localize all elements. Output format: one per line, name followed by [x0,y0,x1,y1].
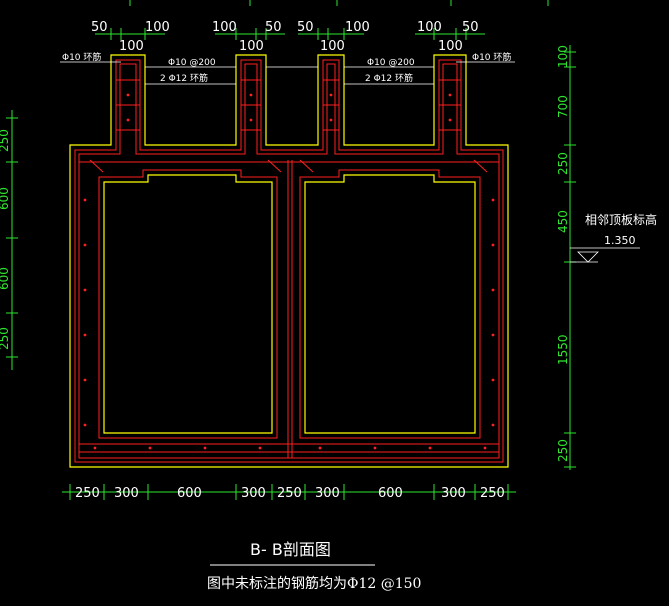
outer-rebar-loop [74,59,504,463]
dim-label: 600 [0,267,11,290]
rebar-dot [83,243,87,247]
dim-label: 250 [0,327,11,350]
dim-label: 100 [345,20,370,35]
outer-rebar-loop-2 [78,63,500,459]
rebar-dot [491,288,495,292]
rebar-dot [148,446,152,450]
rebar-dot [83,423,87,427]
outer-section-outline [69,54,509,468]
dim-label: 100 [212,20,237,35]
dim-label: 100 [438,39,463,54]
dim-label: 50 [462,20,479,35]
bottom-dim-labels: 250 300 600 300 250 300 600 300 250 [75,486,505,501]
dim-label: 100 [119,39,144,54]
right-dim-labels: 100 700 250 450 1550 250 [556,45,570,462]
rebar-dot [249,93,253,97]
left-cell-inner [103,174,273,434]
ring-bar-label-left: Φ10 环筋 [62,51,101,63]
dim-label: 250 [556,439,570,462]
dim-label: 50 [91,20,108,35]
left-cell-rebar [98,169,278,439]
rebar-dot [126,93,130,97]
elevation-value: 1.350 [604,234,636,247]
ring-bar-label-right: Φ10 环筋 [472,51,511,63]
rebar-dot [491,378,495,382]
rebar-dot [93,446,97,450]
rebar-cage [74,59,504,463]
rebar-dot [329,93,333,97]
dim-label: 300 [315,486,340,501]
dim-label: 300 [114,486,139,501]
dim-label: 100 [239,39,264,54]
haunch-bar [89,159,104,173]
elevation-triangle [577,251,599,263]
bars-label-left: 2 Φ12 环筋 [160,72,208,84]
dim-label: 300 [441,486,466,501]
dim-label: 600 [0,187,11,210]
dim-label: 250 [277,486,302,501]
rebar-dot [483,446,487,450]
haunch-bar [473,159,488,173]
rebar-dot [83,378,87,382]
haunch-bar [267,159,282,173]
top-dimensions [95,0,549,40]
dim-label: 600 [177,486,202,501]
dim-label: 100 [320,39,345,54]
stirrup-label-left: Φ10 @200 [168,58,216,68]
dim-label: 250 [480,486,505,501]
rebar-dot [491,423,495,427]
dim-label: 600 [378,486,403,501]
rebar-dot [491,333,495,337]
dim-label: 250 [75,486,100,501]
rebar-dot [258,446,262,450]
right-cell-rebar [299,169,481,439]
general-note: 图中未标注的钢筋均为Φ12 @150 [207,575,421,592]
dim-label: 300 [241,486,266,501]
bars-label-right: 2 Φ12 环筋 [365,72,413,84]
drawing-title: B- B剖面图 [250,540,331,559]
left-dim-labels: 250 600 600 250 [0,129,11,350]
dim-label: 250 [556,152,570,175]
rebar-dot [203,446,207,450]
top-dim-labels: 50 100 100 50 50 100 100 50 100 100 100 … [91,20,479,54]
dim-label: 1550 [556,334,570,365]
left-dimensions [6,110,18,370]
rebar-dot [318,446,322,450]
dim-label: 100 [417,20,442,35]
stirrup-label-right: Φ10 @200 [367,58,415,68]
rebar-dot [448,93,452,97]
dim-label: 700 [556,95,570,118]
dim-label: 100 [145,20,170,35]
bottom-dimensions [62,484,516,500]
rebar-callouts: Φ10 环筋 Φ10 @200 2 Φ12 环筋 Φ10 @200 2 Φ12 … [62,51,511,84]
rebar-leaders [60,61,515,85]
dim-label: 250 [0,129,11,152]
rebar-dot [83,288,87,292]
elevation-label: 相邻顶板标高 [585,212,657,227]
haunch-bar [299,159,314,173]
rebar-dot [428,446,432,450]
dim-label: 50 [297,20,314,35]
rebar-dot [373,446,377,450]
rebar-dot [448,118,452,122]
rebar-dot [329,118,333,122]
concrete-outline [69,54,509,468]
right-cell-inner [304,174,476,434]
rebar-dot [83,333,87,337]
dim-label: 450 [556,210,570,233]
rebar-dot [83,198,87,202]
dim-label: 50 [265,20,282,35]
rebar-dot [491,243,495,247]
dim-label: 100 [556,45,570,68]
rebar-dot [249,118,253,122]
rebar-dots [83,93,495,450]
rebar-dot [126,118,130,122]
rebar-dot [491,198,495,202]
elevation-marker: 相邻顶板标高 1.350 [570,212,657,263]
